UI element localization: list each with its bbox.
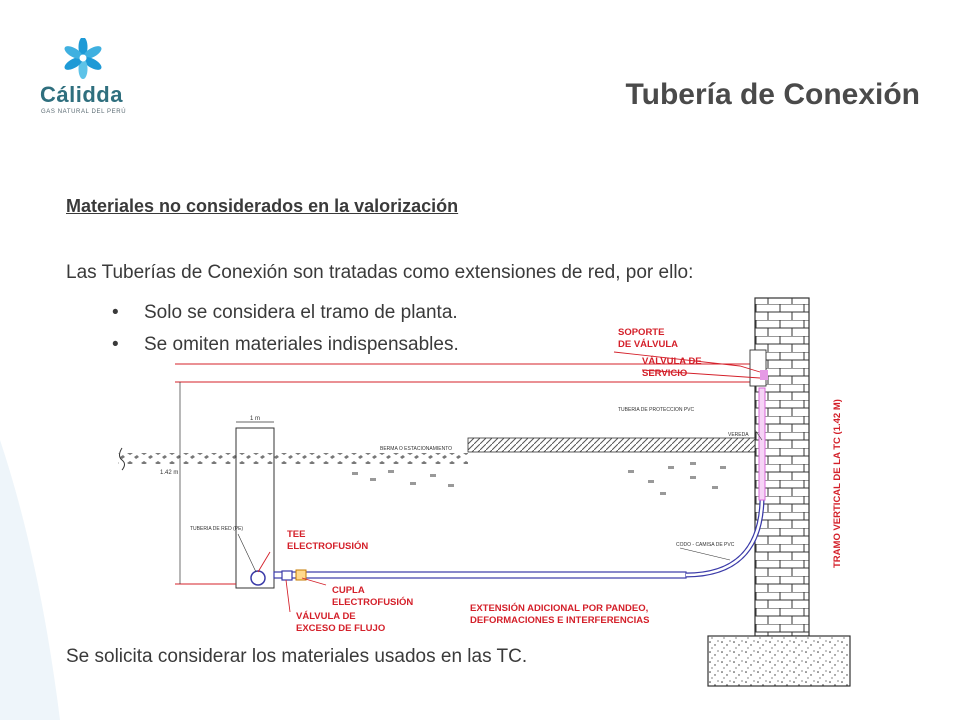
ground-gravel: [118, 453, 468, 464]
intro-text: Las Tuberías de Conexión son tratadas co…: [66, 262, 694, 283]
label-valvula-servicio: VÁLVULA DE: [642, 356, 702, 367]
decorative-swoosh: [0, 440, 60, 720]
ground-break-icon: [119, 447, 125, 471]
soil-stones: [352, 462, 726, 495]
label-codo: CODO - CAMISA DE PVC: [676, 542, 735, 548]
bullet-list: • Solo se considera el tramo de planta. •…: [112, 302, 459, 366]
label-cupla-2: ELECTROFUSIÓN: [332, 596, 413, 608]
pipe-elbow: [685, 499, 765, 578]
label-tuberia-proteccion: TUBERIA DE PROTECCION PVC: [618, 407, 695, 413]
bullet-item: • Solo se considera el tramo de planta.: [112, 302, 459, 334]
section-subtitle: Materiales no considerados en la valoriz…: [66, 196, 459, 216]
label-valvula-exceso-2: EXCESO DE FLUJO: [296, 623, 385, 634]
label-soporte-2: DE VÁLVULA: [618, 339, 678, 350]
service-valve-icon: [760, 370, 768, 380]
label-tuberia-red: TUBERIA DE RED (PE): [190, 526, 243, 532]
label-extension: EXTENSIÓN ADICIONAL POR PANDEO,: [470, 602, 648, 614]
service-pipe: [273, 571, 687, 579]
bullet-item: • Se omiten materiales indispensables.: [112, 334, 459, 366]
calidda-logo-icon: [64, 38, 102, 79]
label-cupla: CUPLA: [332, 585, 365, 596]
bullet-text: Solo se considera el tramo de planta.: [144, 302, 458, 323]
wall-foundation: [707, 635, 851, 687]
slide-title: Tubería de Conexión: [625, 78, 920, 111]
vertical-pipe: [758, 387, 766, 501]
logo-name: Cálidda: [40, 82, 123, 107]
request-text: Se solicita considerar los materiales us…: [66, 646, 528, 667]
valve-box: [749, 349, 767, 387]
label-tee-2: ELECTROFUSIÓN: [287, 540, 368, 552]
label-valvula-exceso: VÁLVULA DE: [296, 611, 356, 622]
bullet-text: Se omiten materiales indispensables.: [144, 334, 459, 355]
label-tramo-vertical: TRAMO VERTICAL DE LA TC (1.42 M): [832, 399, 843, 568]
label-valvula-servicio-2: SERVICIO: [642, 368, 687, 379]
tee-fitting-icon: [250, 570, 266, 586]
label-tee: TEE: [287, 529, 305, 540]
label-extension-2: DEFORMACIONES E INTERFERENCIAS: [470, 615, 649, 626]
cupla-fitting-icon: [295, 569, 307, 581]
label-berma: BERMA O ESTACIONAMIENTO: [380, 446, 452, 452]
excess-flow-valve-icon: [281, 570, 293, 581]
label-soporte: SOPORTE: [618, 327, 664, 338]
bullet-icon: •: [112, 334, 119, 355]
label-ancho: 1 m: [250, 416, 260, 422]
label-altura: 1.42 m: [160, 470, 178, 476]
bullet-icon: •: [112, 302, 119, 323]
network-pipe-trench: [235, 427, 275, 589]
ground-sidewalk: [467, 437, 756, 453]
label-vereda: VEREDA: [728, 432, 749, 438]
logo-tagline: GAS NATURAL DEL PERÚ: [41, 109, 127, 115]
